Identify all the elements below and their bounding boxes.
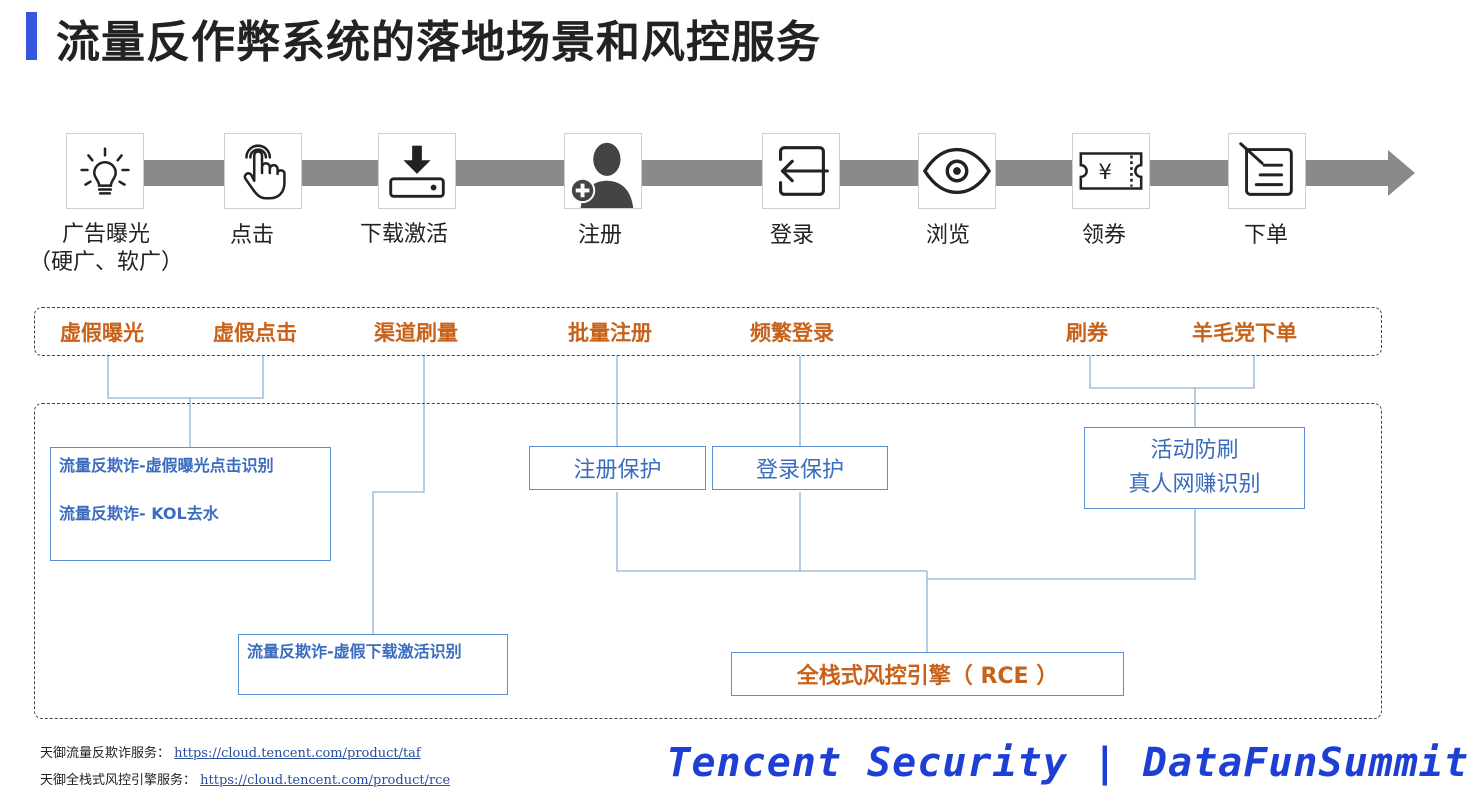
download-antifraud-service: 流量反欺诈-虚假下载激活识别: [238, 634, 508, 695]
brand-logo-text: Tencent Security | DataFunSummit: [666, 740, 1469, 786]
footer-taf-link[interactable]: https://cloud.tencent.com/product/taf: [174, 746, 421, 761]
risk-row: [34, 307, 1382, 356]
login-protection-service: 登录保护: [712, 446, 888, 490]
service-activity-anti-abuse: 活动防刷: [1150, 438, 1239, 463]
lightbulb-icon: [66, 133, 144, 209]
step-label-browse: 浏览: [925, 223, 970, 248]
service-area: [34, 403, 1382, 719]
title-accent-bar: [26, 12, 37, 60]
step-label-click: 点击: [229, 223, 274, 248]
service-real-person-earning: 真人网赚识别: [1128, 472, 1261, 497]
traffic-antifraud-service: 流量反欺诈-虚假曝光点击识别 流量反欺诈- KOL去水: [50, 447, 331, 561]
service-fake-exposure-click: 流量反欺诈-虚假曝光点击识别: [59, 456, 274, 475]
risk-frequent-login: 频繁登录: [750, 321, 834, 345]
step-sublabel-exposure: （硬广、软广）: [28, 250, 183, 275]
service-kol-dewater: 流量反欺诈- KOL去水: [59, 504, 219, 523]
coupon-icon: ¥: [1072, 133, 1150, 209]
risk-fake-click: 虚假点击: [213, 321, 297, 345]
risk-coupon-abuse: 刷券: [1066, 321, 1108, 345]
risk-fake-exposure: 虚假曝光: [60, 321, 144, 345]
step-label-coupon: 领券: [1081, 223, 1126, 248]
risk-channel-inflation: 渠道刷量: [374, 321, 458, 345]
order-icon: [1228, 133, 1306, 209]
step-label-register: 注册: [577, 223, 622, 248]
risk-wool-party-order: 羊毛党下单: [1192, 321, 1297, 345]
register-protection-service: 注册保护: [529, 446, 706, 490]
risk-bulk-register: 批量注册: [568, 321, 652, 345]
step-label-download: 下载激活: [359, 222, 448, 247]
step-label-login: 登录: [769, 223, 814, 248]
footer-rce: 天御全栈式风控引擎服务： https://cloud.tencent.com/p…: [40, 769, 450, 788]
eye-icon: [918, 133, 996, 209]
connector-lines: [107, 356, 1255, 652]
flow-arrow-head: [1388, 150, 1415, 196]
footer-taf-label: 天御流量反欺诈服务：: [40, 746, 171, 761]
svg-text:¥: ¥: [1098, 160, 1112, 185]
flow-arrow-shaft: [110, 160, 1390, 186]
step-label-exposure: 广告曝光: [61, 222, 150, 247]
download-icon: [378, 133, 456, 209]
activity-protection-service: 活动防刷 真人网赚识别: [1084, 427, 1305, 509]
user-add-icon: [564, 133, 642, 209]
footer-rce-link[interactable]: https://cloud.tencent.com/product/rce: [200, 773, 451, 788]
login-icon: [762, 133, 840, 209]
hand-tap-icon: [224, 133, 302, 209]
footer-rce-label: 天御全栈式风控引擎服务：: [40, 773, 197, 788]
page-title: 流量反作弊系统的落地场景和风控服务: [56, 17, 821, 68]
rce-engine: 全栈式风控引擎（ RCE ）: [731, 652, 1124, 696]
footer-taf: 天御流量反欺诈服务： https://cloud.tencent.com/pro…: [40, 742, 421, 761]
step-label-order: 下单: [1243, 223, 1288, 248]
